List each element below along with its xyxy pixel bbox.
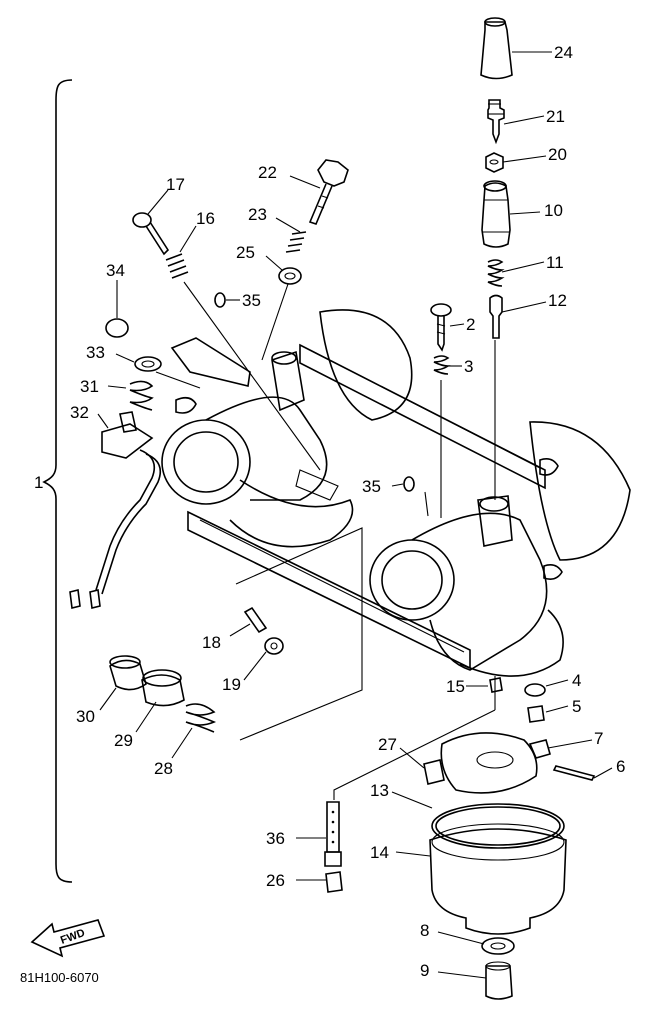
callout-31: 31 xyxy=(80,377,99,396)
leader-lines xyxy=(97,51,613,979)
fwd-arrow-icon: FWD xyxy=(30,919,106,958)
callout-21: 21 xyxy=(546,107,565,126)
plug-34 xyxy=(105,318,129,338)
callout-13: 13 xyxy=(370,781,389,800)
callout-28: 28 xyxy=(154,759,173,778)
callout-30: 30 xyxy=(76,707,95,726)
line-31 xyxy=(155,371,201,389)
callout-26: 26 xyxy=(266,871,285,890)
screw-22 xyxy=(308,159,349,225)
spring-31 xyxy=(129,380,154,411)
center-line-16 xyxy=(183,281,321,471)
spring-16 xyxy=(165,253,189,279)
callout-22: 22 xyxy=(258,163,277,182)
needle-12 xyxy=(489,294,503,339)
callout-19: 19 xyxy=(222,675,241,694)
callout-18: 18 xyxy=(202,633,221,652)
callout-labels: 24 21 20 10 11 12 2 3 22 23 25 17 16 34 … xyxy=(70,43,625,980)
callout-14: 14 xyxy=(370,843,389,862)
plunger-30 xyxy=(109,655,147,691)
jet-35-top xyxy=(214,292,226,308)
center-line-35 xyxy=(424,491,429,517)
emulsion-tube-36 xyxy=(324,801,342,867)
holder-10 xyxy=(481,180,511,248)
callout-23: 23 xyxy=(248,205,267,224)
cap-29 xyxy=(141,669,185,707)
callout-15: 15 xyxy=(446,677,465,696)
screw-21 xyxy=(487,99,505,145)
main-jet-26 xyxy=(325,871,343,893)
o-ring-33 xyxy=(134,356,162,372)
group-label: 1 xyxy=(34,473,43,492)
callout-5: 5 xyxy=(572,697,581,716)
spring-11 xyxy=(487,259,505,287)
callout-32: 32 xyxy=(70,403,89,422)
pin-6 xyxy=(552,765,596,781)
callout-12: 12 xyxy=(548,291,567,310)
center-line-22 xyxy=(261,283,289,361)
callout-33: 33 xyxy=(86,343,105,362)
drain-plug-9 xyxy=(485,961,513,1000)
washer-25 xyxy=(278,267,302,285)
callout-25: 25 xyxy=(236,243,255,262)
callout-9: 9 xyxy=(420,961,429,980)
callout-8: 8 xyxy=(420,921,429,940)
screw-2 xyxy=(430,303,452,352)
spring-3 xyxy=(433,355,451,375)
callout-17: 17 xyxy=(166,175,185,194)
leader-body xyxy=(235,527,363,741)
arm-7 xyxy=(528,739,551,759)
screw-27 xyxy=(423,759,445,785)
callout-35a: 35 xyxy=(242,291,261,310)
callout-34: 34 xyxy=(106,261,125,280)
screw-5 xyxy=(527,705,545,723)
group-bracket xyxy=(42,79,73,883)
callout-7: 7 xyxy=(594,729,603,748)
fitting-32 xyxy=(101,411,154,459)
callout-27: 27 xyxy=(378,735,397,754)
callout-24: 24 xyxy=(554,43,573,62)
callout-6: 6 xyxy=(616,757,625,776)
o-ring-13 xyxy=(431,803,565,849)
gasket-8 xyxy=(481,937,515,955)
part-code: 81H100-6070 xyxy=(20,970,99,985)
spring-23 xyxy=(285,231,307,253)
spring-28 xyxy=(185,703,217,733)
callout-11: 11 xyxy=(546,253,564,272)
hose-32b xyxy=(101,453,162,595)
callout-3: 3 xyxy=(464,357,473,376)
callout-2: 2 xyxy=(466,315,475,334)
screw-17 xyxy=(132,212,170,256)
screw-18 xyxy=(243,606,268,634)
callout-10: 10 xyxy=(544,201,563,220)
float-bowl-14 xyxy=(429,823,567,935)
carburetor-assembly xyxy=(161,309,631,677)
callout-20: 20 xyxy=(548,145,567,164)
connector-32 xyxy=(69,589,101,609)
callout-35b: 35 xyxy=(362,477,381,496)
callout-29: 29 xyxy=(114,731,133,750)
gasket-4 xyxy=(524,683,546,697)
cap-24 xyxy=(480,17,513,80)
float-13 xyxy=(440,732,538,794)
nut-20 xyxy=(485,152,504,173)
callout-4: 4 xyxy=(572,671,581,690)
callout-36: 36 xyxy=(266,829,285,848)
leader-float xyxy=(333,709,496,800)
hose-32 xyxy=(95,449,156,591)
washer-19 xyxy=(264,637,284,655)
jet-15 xyxy=(489,677,503,693)
jet-35-right xyxy=(403,476,415,492)
callout-16: 16 xyxy=(196,209,215,228)
